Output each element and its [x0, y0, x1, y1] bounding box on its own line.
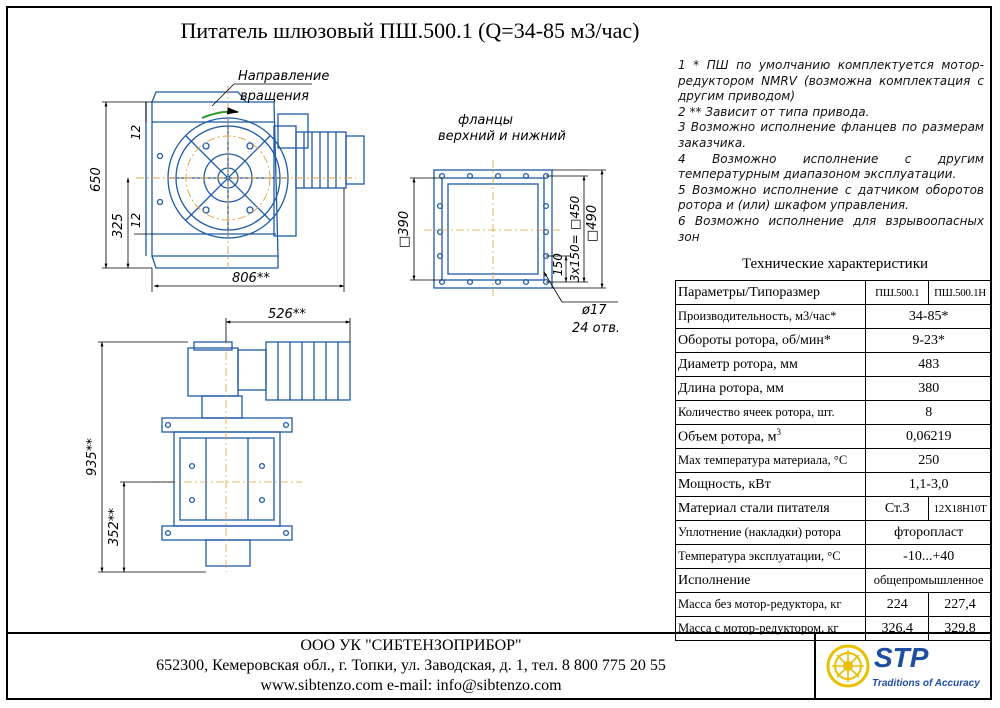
spec-label-wrap: Объем ротора, м3 [674, 424, 867, 449]
dim-352: 352** [107, 508, 122, 546]
table-row: Объем ротора, м3 0,06219 [674, 424, 992, 449]
dim-935: 935** [85, 438, 100, 476]
spec-value: 380 [865, 376, 992, 401]
spec-value: 9-23* [865, 328, 992, 353]
dim-650: 650 [89, 167, 104, 192]
spec-label: Уплотнение (накладки) ротора [674, 520, 867, 545]
rotation-label-2: вращения [240, 89, 309, 104]
spec-header-row: Параметры/Типоразмер ПШ.500.1 ПШ.500.1Н [674, 280, 992, 305]
front-view [145, 91, 365, 269]
spec-value-col1: 326,4 [865, 616, 930, 641]
spec-value: 8 [865, 400, 992, 425]
company-info: ООО УК "СИБТЕНЗОПРИБОР" 652300, Кемеровс… [6, 636, 816, 696]
spec-value-col2: 329,8 [928, 616, 992, 641]
note-1: 1 * ПШ по умолчанию комплектуется мотор-… [678, 58, 984, 104]
logo: STP Traditions of Accuracy [814, 634, 994, 700]
note-6: 6 Возможно исполнение для взрывоопасных … [678, 213, 984, 244]
dim-325: 325 [111, 213, 126, 238]
table-row: Мах температура материала, °С 250 [674, 448, 992, 473]
page-title: Питатель шлюзовый ПШ.500.1 (Q=34-85 м3/ч… [180, 18, 640, 43]
spec-value: 0,06219 [865, 424, 992, 449]
table-row: Обороты ротора, об/мин* 9-23* [674, 328, 992, 353]
note-5: 5 Возможно исполнение с датчиком оборото… [678, 182, 984, 213]
spec-label: Температура эксплуатации, °С [674, 544, 867, 569]
dim-3x150: 3x150= [568, 234, 582, 282]
note-3: 3 Возможно исполнение фланцев по размера… [678, 120, 984, 150]
table-row: Количество ячеек ротора, шт. 8 [674, 400, 992, 425]
spec-header-col1: ПШ.500.1 [865, 280, 930, 305]
spec-header-col2: ПШ.500.1Н [928, 280, 992, 305]
spec-label: Объем ротора, м [678, 429, 777, 445]
dim-150: 150 [551, 253, 565, 276]
spec-label: Масса без мотор-редуктора, кг [674, 592, 867, 617]
spec-label: Масса с мотор-редуктором, кг [674, 616, 867, 641]
company-address: 652300, Кемеровская обл., г. Топки, ул. … [156, 657, 666, 674]
spec-label: Количество ячеек ротора, шт. [674, 400, 867, 425]
table-row: Температура эксплуатации, °С -10...+40 [674, 544, 992, 569]
table-row: Материал стали питателя Ст.3 12Х18Н10Т [674, 496, 992, 521]
spec-value-col2: 12Х18Н10Т [928, 496, 992, 521]
dim-17: ø17 [581, 303, 607, 318]
logo-emblem-icon [826, 644, 870, 688]
dim-806: 806** [232, 271, 270, 286]
spec-header-label: Параметры/Типоразмер [674, 280, 867, 305]
flange-label-1: фланцы [458, 113, 513, 128]
dim-12-bottom: 12 [129, 213, 143, 228]
dim-390: □390 [397, 211, 412, 248]
spec-label: Исполнение [674, 568, 867, 593]
brand-name: STP [874, 642, 929, 673]
company-name: ООО УК "СИБТЕНЗОПРИБОР" [300, 637, 522, 654]
spec-value: 1,1-3,0 [865, 472, 992, 497]
notes: 1 * ПШ по умолчанию комплектуется мотор-… [678, 58, 984, 245]
spec-value: общепромышленное [865, 568, 992, 593]
company-web: www.sibtenzo.com e-mail: info@sibtenzo.c… [260, 677, 562, 694]
table-row: Диаметр ротора, мм 483 [674, 352, 992, 377]
spec-label: Диаметр ротора, мм [674, 352, 867, 377]
spec-label: Материал стали питателя [674, 496, 867, 521]
table-row: Длина ротора, мм 380 [674, 376, 992, 401]
side-view [161, 341, 351, 567]
spec-value-col2: 227,4 [928, 592, 992, 617]
dim-24: 24 отв. [572, 321, 620, 336]
spec-table: Параметры/Типоразмер ПШ.500.1 ПШ.500.1Н … [674, 280, 992, 641]
brand-tagline: Traditions of Accuracy [872, 678, 980, 689]
spec-value-col1: Ст.3 [865, 496, 930, 521]
dim-526: 526** [268, 307, 306, 322]
dim-12-top: 12 [129, 125, 143, 140]
spec-value: фторопласт [865, 520, 992, 545]
table-row: Уплотнение (накладки) ротора фторопласт [674, 520, 992, 545]
table-row: Исполнение общепромышленное [674, 568, 992, 593]
spec-label: Мощность, кВт [674, 472, 867, 497]
note-2: 2 ** Зависит от типа привода. [678, 104, 870, 119]
spec-value: 483 [865, 352, 992, 377]
dim-450: □450 [568, 195, 582, 230]
spec-value-col1: 224 [865, 592, 930, 617]
technical-drawing: Направление вращения 650 325 12 12 806**… [85, 69, 620, 573]
spec-value: 34-85* [865, 304, 992, 329]
spec-label: Длина ротора, мм [674, 376, 867, 401]
spec-label: Обороты ротора, об/мин* [674, 328, 867, 353]
spec-label: Производительность, м3/час* [674, 304, 867, 329]
spec-label: Мах температура материала, °С [674, 448, 867, 473]
rotation-label-1: Направление [238, 69, 329, 84]
spec-value: 250 [865, 448, 992, 473]
table-row: Производительность, м3/час* 34-85* [674, 304, 992, 329]
footer: ООО УК "СИБТЕНЗОПРИБОР" 652300, Кемеровс… [6, 632, 992, 700]
spec-value: -10...+40 [865, 544, 992, 569]
flange-label-2: верхний и нижний [438, 129, 566, 144]
note-4: 4 Возможно исполнение с другим температу… [678, 151, 984, 182]
table-row: Масса без мотор-редуктора, кг 224 227,4 [674, 592, 992, 617]
spec-title: Технические характеристики [741, 256, 929, 272]
table-row: Масса с мотор-редуктором, кг 326,4 329,8 [674, 616, 992, 641]
dim-490: □490 [585, 205, 600, 242]
spec-label-sup: 3 [776, 427, 782, 438]
table-row: Мощность, кВт 1,1-3,0 [674, 472, 992, 497]
